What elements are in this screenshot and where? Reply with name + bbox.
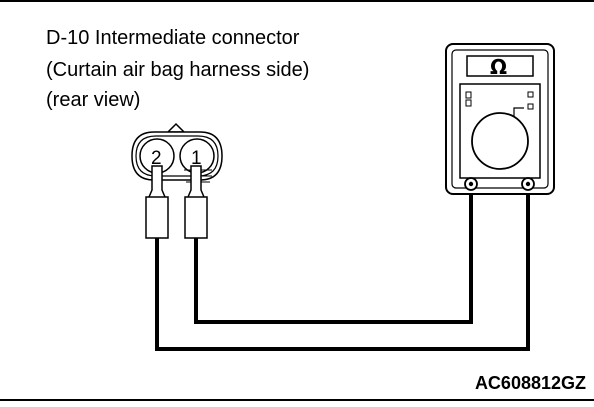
caption-harness-side: (Curtain air bag harness side)	[46, 59, 310, 81]
ohmmeter-range-tick	[513, 107, 524, 116]
ohmmeter-mode-mark-left-top	[465, 91, 472, 99]
ohmmeter-mode-mark-right-top	[527, 91, 534, 98]
ohmmeter-display	[466, 55, 534, 77]
ohm-symbol-icon: Ω	[490, 55, 507, 79]
ohmmeter-inner-panel	[451, 49, 549, 189]
probe-pin-2	[145, 165, 169, 239]
lead-wire-pin-2	[155, 184, 530, 351]
ohmmeter-jack-ohm-inner	[525, 181, 531, 187]
ohmmeter-dial-knob	[471, 112, 529, 170]
caption-view: (rear view)	[46, 89, 141, 111]
ohmmeter-mode-mark-left-bottom	[465, 99, 472, 107]
ohmmeter-jack-com-inner	[468, 181, 474, 187]
lead-wire-pin-1	[194, 184, 473, 324]
connector-pin-2-label: 2	[151, 148, 162, 169]
connector-key-tab	[166, 122, 186, 133]
caption-connector-name: D-10 Intermediate connector	[46, 27, 300, 49]
ohmmeter-mode-mark-right-bottom	[527, 103, 534, 110]
ohmmeter: Ω	[445, 43, 555, 195]
probe-pin-1	[184, 165, 208, 239]
figure-id: AC608812GZ	[474, 373, 586, 393]
connector-pin-1-label: 1	[191, 148, 202, 169]
connector: 2 1	[131, 122, 223, 183]
